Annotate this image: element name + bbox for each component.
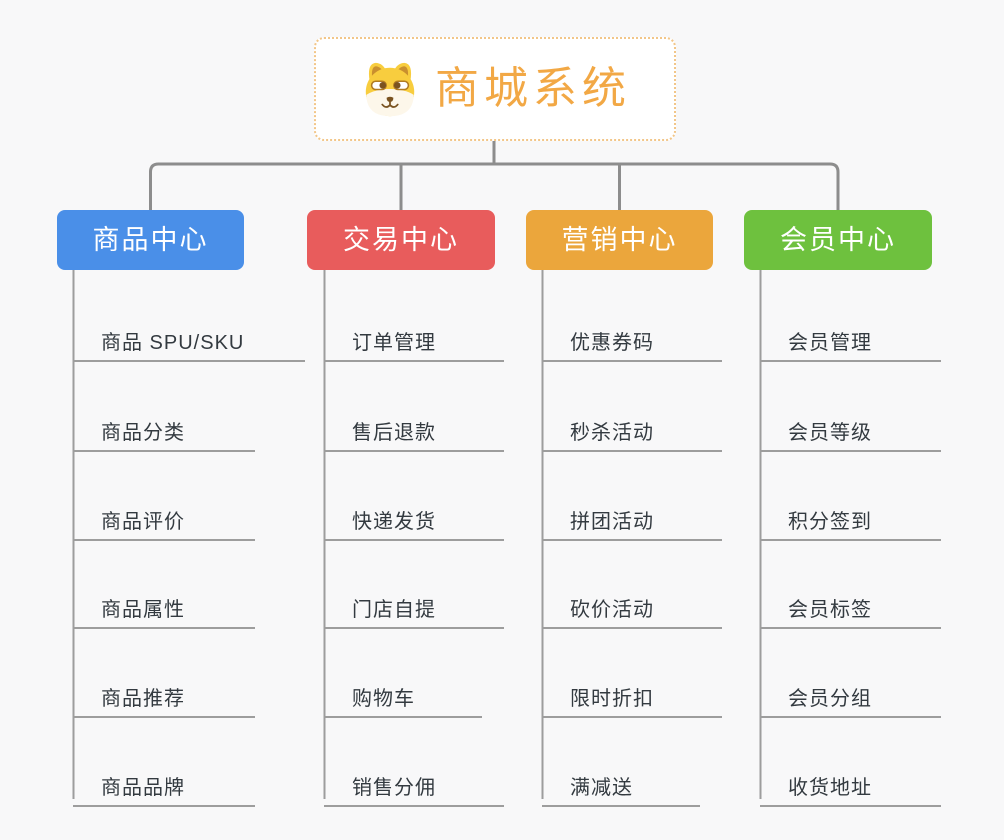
branch-trade-center[interactable]: 交易中心 bbox=[307, 210, 495, 270]
leaf-node[interactable]: 会员分组 bbox=[760, 669, 941, 718]
dog-face-icon bbox=[365, 62, 415, 117]
leaf-node[interactable]: 拼团活动 bbox=[542, 492, 722, 541]
leaf-node[interactable]: 商品 SPU/SKU bbox=[73, 313, 305, 362]
branch-member-center[interactable]: 会员中心 bbox=[744, 210, 932, 270]
leaf-node[interactable]: 商品属性 bbox=[73, 580, 255, 629]
leaf-node[interactable]: 销售分佣 bbox=[324, 758, 504, 807]
leaf-node[interactable]: 砍价活动 bbox=[542, 580, 722, 629]
branch-label: 会员中心 bbox=[780, 224, 896, 255]
leaf-node[interactable]: 快递发货 bbox=[324, 492, 504, 541]
leaf-node[interactable]: 优惠券码 bbox=[542, 313, 722, 362]
branch-label: 营销中心 bbox=[561, 224, 678, 255]
leaf-node[interactable]: 订单管理 bbox=[324, 313, 504, 362]
leaf-node[interactable]: 购物车 bbox=[324, 669, 482, 718]
leaf-node[interactable]: 收货地址 bbox=[760, 758, 941, 807]
leaf-node[interactable]: 积分签到 bbox=[760, 492, 941, 541]
leaf-node[interactable]: 商品分类 bbox=[73, 403, 255, 452]
leaf-node[interactable]: 商品推荐 bbox=[73, 669, 255, 718]
leaf-node[interactable]: 会员标签 bbox=[760, 580, 941, 629]
branch-product-center[interactable]: 商品中心 bbox=[57, 210, 244, 270]
leaf-node[interactable]: 秒杀活动 bbox=[542, 403, 722, 452]
leaf-node[interactable]: 商品评价 bbox=[73, 492, 255, 541]
leaf-node[interactable]: 商品品牌 bbox=[73, 758, 255, 807]
leaf-node[interactable]: 门店自提 bbox=[324, 580, 504, 629]
leaf-node[interactable]: 满减送 bbox=[542, 758, 700, 807]
root-node[interactable]: 商城系统 bbox=[314, 37, 676, 141]
leaf-node[interactable]: 限时折扣 bbox=[542, 669, 722, 718]
leaf-node[interactable]: 会员管理 bbox=[760, 313, 941, 362]
root-node-label: 商城系统 bbox=[435, 64, 631, 113]
branch-label: 交易中心 bbox=[343, 224, 459, 255]
branch-marketing-center[interactable]: 营销中心 bbox=[526, 210, 713, 270]
leaf-node[interactable]: 售后退款 bbox=[324, 403, 504, 452]
branch-label: 商品中心 bbox=[92, 224, 209, 255]
leaf-node[interactable]: 会员等级 bbox=[760, 403, 941, 452]
